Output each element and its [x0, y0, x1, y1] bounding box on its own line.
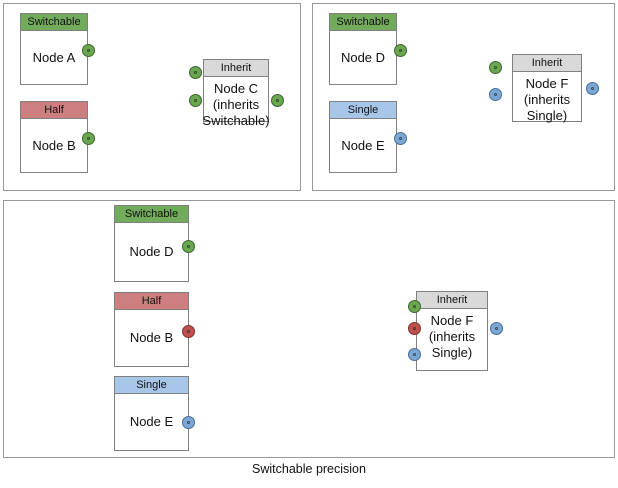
panel-switchable-precision: Switchable Node D Half Node B Single Nod… — [3, 200, 615, 458]
port-node-e-out[interactable] — [394, 132, 407, 145]
node-d-header: Switchable — [330, 14, 396, 31]
port-node-f2-in-2[interactable] — [408, 322, 421, 335]
node-d-label: Node D — [340, 49, 386, 65]
node-f2-line-2: (inherits — [428, 329, 476, 344]
node-d2-label: Node D — [129, 244, 174, 259]
node-c[interactable]: Inherit Node C (inherits Switchable) — [202, 59, 270, 128]
port-node-f-in-1[interactable] — [489, 61, 502, 74]
node-b-label: Node B — [32, 137, 76, 153]
node-b2-header: Half — [115, 293, 188, 310]
node-c-line-3: Switchable) — [202, 113, 270, 128]
node-e-header: Single — [330, 102, 396, 119]
node-d2[interactable]: Switchable Node D — [114, 205, 189, 282]
port-node-c-in-1[interactable] — [189, 66, 202, 79]
node-f-label: Node F (inherits Single) — [513, 72, 581, 123]
node-f-line-3: Single) — [526, 108, 568, 123]
node-d2-header: Switchable — [115, 206, 188, 223]
node-f-line-2: (inherits — [523, 92, 571, 107]
panel-switchable-inherits: Switchable Node A Half Node B Inherit No… — [3, 3, 301, 191]
node-f-line-1: Node F — [525, 76, 569, 91]
node-a-label: Node A — [32, 49, 76, 65]
port-node-b2-out[interactable] — [182, 325, 195, 338]
node-f2-header: Inherit — [417, 292, 487, 309]
panel-single-inherits: Switchable Node D Single Node E Inherit … — [312, 3, 615, 191]
node-b-header: Half — [21, 102, 87, 119]
port-node-d2-out[interactable] — [182, 240, 195, 253]
node-f-header: Inherit — [513, 55, 581, 72]
port-node-f-in-2[interactable] — [489, 88, 502, 101]
node-c-label: Node C (inherits Switchable) — [202, 77, 269, 128]
port-node-a-out[interactable] — [82, 44, 95, 57]
node-b2-label: Node B — [129, 330, 174, 345]
port-node-e2-out[interactable] — [182, 416, 195, 429]
port-node-f2-in-1[interactable] — [408, 300, 421, 313]
node-f[interactable]: Inherit Node F (inherits Single) — [512, 54, 582, 123]
node-c-line-2: (inherits — [212, 97, 260, 112]
port-node-c-out[interactable] — [271, 94, 284, 107]
node-d[interactable]: Switchable Node D — [329, 13, 397, 85]
node-b[interactable]: Half Node B — [20, 101, 88, 173]
node-a[interactable]: Switchable Node A — [20, 13, 88, 85]
port-node-c-in-2[interactable] — [189, 94, 202, 107]
node-f2-label: Node F (inherits Single) — [417, 309, 487, 370]
node-f2-line-1: Node F — [430, 313, 474, 328]
node-a-header: Switchable — [21, 14, 87, 31]
diagram-caption: Switchable precision — [252, 462, 366, 476]
node-c-line-1: Node C — [213, 81, 259, 96]
node-f2[interactable]: Inherit Node F (inherits Single) — [416, 291, 488, 371]
node-b2[interactable]: Half Node B — [114, 292, 189, 367]
port-node-b-out[interactable] — [82, 132, 95, 145]
node-e2-label: Node E — [129, 414, 174, 429]
port-node-f2-in-3[interactable] — [408, 348, 421, 361]
node-e2-header: Single — [115, 377, 188, 394]
port-node-d-out[interactable] — [394, 44, 407, 57]
node-e2[interactable]: Single Node E — [114, 376, 189, 451]
node-e[interactable]: Single Node E — [329, 101, 397, 173]
port-node-f2-out[interactable] — [490, 322, 503, 335]
node-f2-line-3: Single) — [431, 345, 473, 360]
port-node-f-out[interactable] — [586, 82, 599, 95]
node-e-label: Node E — [341, 137, 385, 153]
node-c-header: Inherit — [204, 60, 268, 77]
